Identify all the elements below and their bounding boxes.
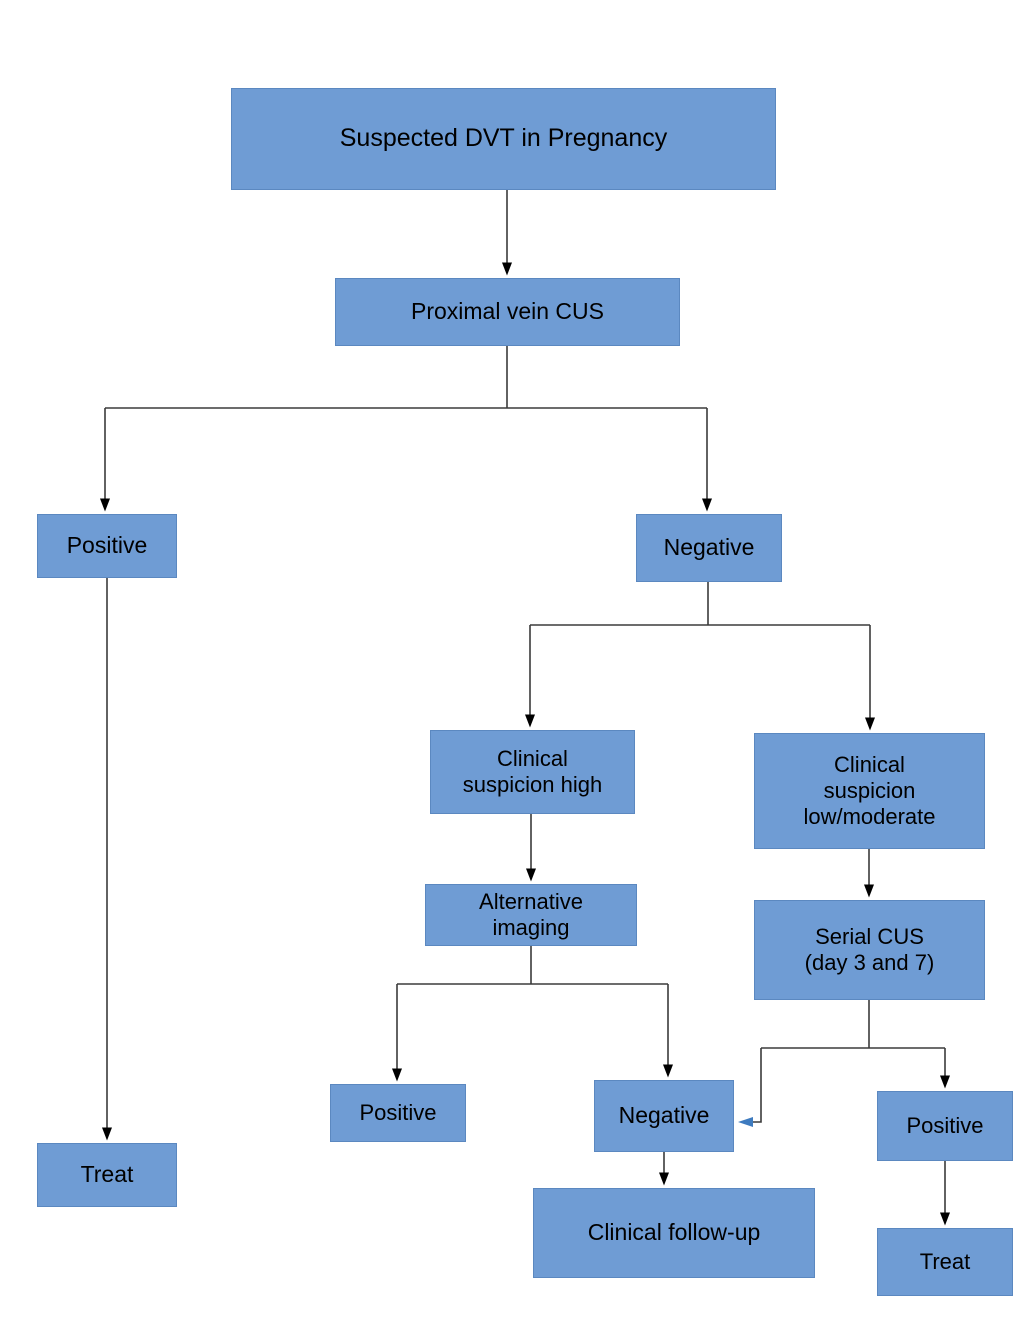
node-suspected-dvt-in-pregnancy[interactable]: Suspected DVT in Pregnancy [231,88,776,190]
node-serial-cus[interactable]: Serial CUS (day 3 and 7) [754,900,985,1000]
node-serial-cus-positive[interactable]: Positive [877,1091,1013,1161]
node-cus-negative[interactable]: Negative [636,514,782,582]
node-clinical-follow-up[interactable]: Clinical follow-up [533,1188,815,1278]
node-alternative-imaging-positive[interactable]: Positive [330,1084,466,1142]
node-cus-positive[interactable]: Positive [37,514,177,578]
node-proximal-vein-cus[interactable]: Proximal vein CUS [335,278,680,346]
node-clinical-suspicion-high[interactable]: Clinical suspicion high [430,730,635,814]
node-alternative-imaging[interactable]: Alternative imaging [425,884,637,946]
node-treat-right[interactable]: Treat [877,1228,1013,1296]
node-treat-left[interactable]: Treat [37,1143,177,1207]
node-alternative-imaging-negative[interactable]: Negative [594,1080,734,1152]
edge-serial-to-neg2 [738,1048,762,1127]
node-clinical-suspicion-low-moderate[interactable]: Clinical suspicion low/moderate [754,733,985,849]
